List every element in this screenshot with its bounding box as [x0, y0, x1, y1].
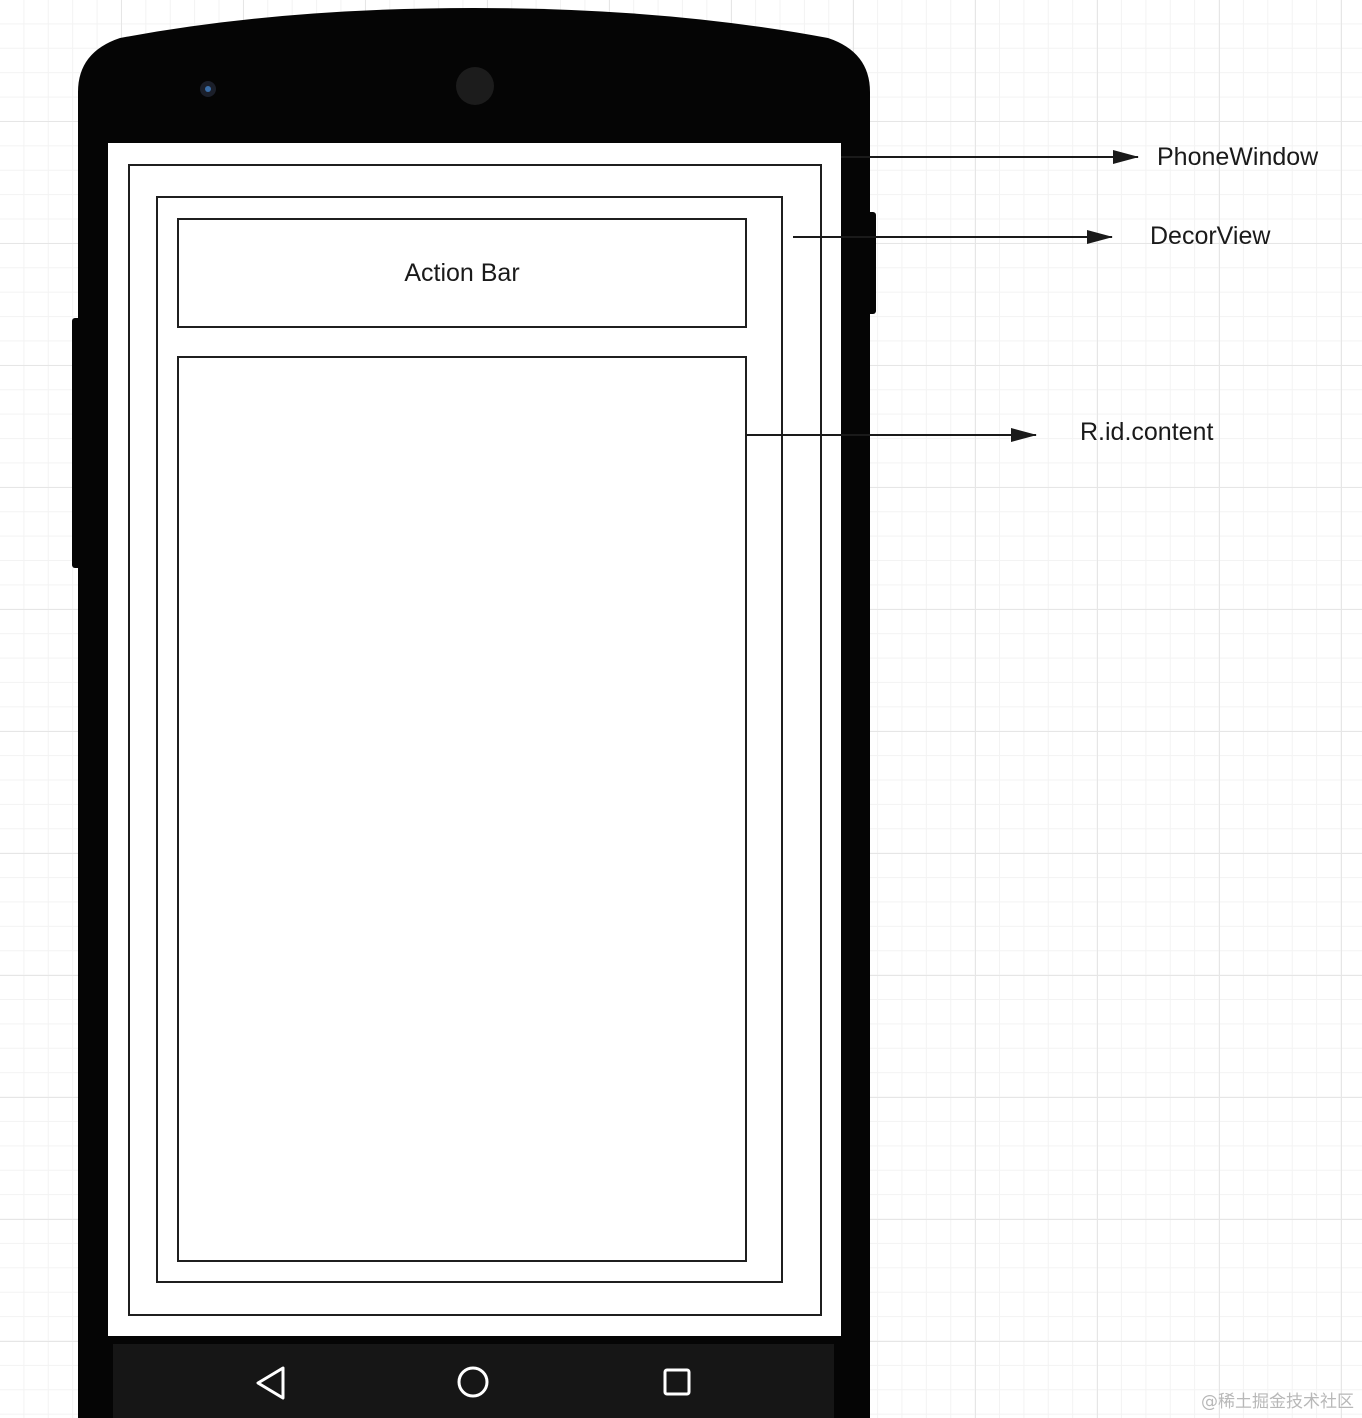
back-triangle-icon[interactable]: [256, 1366, 285, 1400]
decor-view-box: [156, 196, 783, 1283]
decor-view-label: DecorView: [1150, 222, 1271, 250]
phone-window-label: PhoneWindow: [1157, 143, 1319, 171]
nav-bar: [113, 1344, 834, 1418]
phone-camera-icon: [456, 67, 494, 105]
phone-window-box: [128, 164, 822, 1316]
phone-screen: [108, 143, 841, 1336]
watermark: @稀土掘金技术社区: [1201, 1392, 1354, 1412]
content-box: [177, 356, 747, 1262]
home-circle-icon[interactable]: [457, 1366, 489, 1398]
action-bar-label: Action Bar: [404, 258, 520, 287]
recents-square-icon[interactable]: [663, 1368, 691, 1396]
content-label: R.id.content: [1080, 418, 1214, 446]
action-bar-box: [177, 218, 747, 328]
